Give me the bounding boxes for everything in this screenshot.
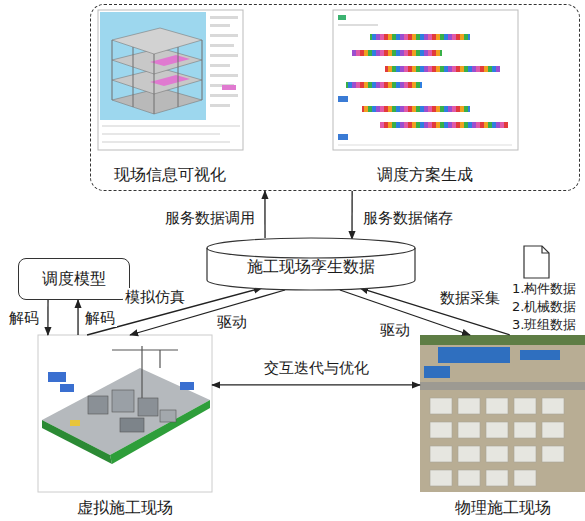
list-item: 2.机械数据	[512, 298, 576, 316]
screenshot-panel: 现场信息可视化	[98, 10, 243, 185]
edge-label: 模拟仿真	[123, 288, 187, 306]
document-list: 1.构件数据2.机械数据3.班组数据	[508, 244, 585, 336]
edge-label: 数据采集	[438, 289, 502, 307]
caption-text: 现场信息可视化	[114, 165, 226, 185]
site-photo	[420, 335, 585, 492]
flow-arrow	[351, 191, 352, 239]
gantt-screenshot	[333, 10, 518, 150]
list-item: 1.构件数据	[512, 280, 576, 298]
edge-label: 解码	[7, 309, 41, 327]
edge-label: 驱动	[215, 313, 249, 331]
database-cylinder: 施工现场孪生数据	[207, 238, 415, 290]
screenshot-panel: 物理施工现场	[420, 335, 585, 518]
process-box: 调度模型	[18, 258, 130, 300]
flow-arrow	[77, 300, 78, 335]
cylinder-body	[207, 238, 415, 290]
edge-label: 交互迭代与优化	[262, 359, 371, 377]
list-item: 3.班组数据	[512, 316, 576, 334]
box-label: 调度模型	[42, 269, 106, 289]
edge-label: 解码	[83, 309, 117, 327]
edge-label: 服务数据调用	[163, 209, 257, 227]
edge-label: 服务数据储存	[361, 209, 455, 227]
flow-arrow	[212, 384, 420, 385]
virtual-site-model	[38, 335, 212, 492]
document-icon	[524, 246, 549, 278]
screenshot-panel: 调度方案生成	[333, 10, 518, 185]
display-panel: 现场信息可视化 调度方案生成	[90, 4, 580, 191]
screenshot-panel: 虚拟施工现场	[38, 335, 212, 518]
box-label: 施工现场孪生数据	[247, 257, 375, 277]
flow-arrow	[264, 191, 265, 238]
caption-text: 虚拟施工现场	[77, 498, 173, 518]
caption-text: 物理施工现场	[455, 498, 551, 518]
flow-arrow	[47, 300, 48, 335]
viewer-screenshot	[98, 10, 243, 150]
edge-label: 驱动	[378, 321, 412, 339]
caption-text: 调度方案生成	[377, 165, 473, 185]
cylinder-rim	[207, 248, 415, 258]
